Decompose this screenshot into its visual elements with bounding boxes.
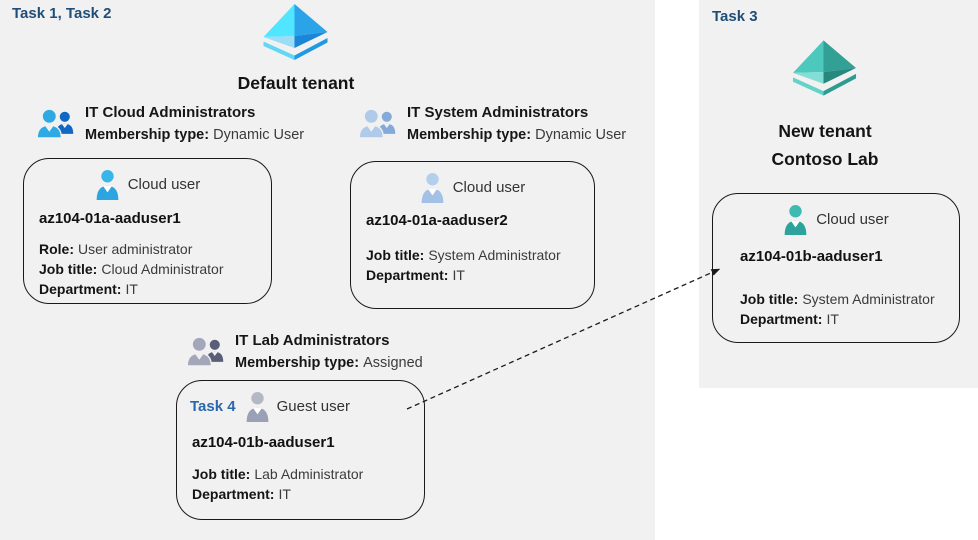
attribute-label: Department: bbox=[39, 281, 122, 297]
group-it-lab-administrators: IT Lab Administrators Membership type:As… bbox=[186, 330, 423, 375]
attribute-row: Department:IT bbox=[39, 279, 271, 299]
user-type-label: Cloud user bbox=[816, 210, 889, 228]
username: az104-01b-aaduser1 bbox=[740, 248, 883, 265]
membership-type-value: Dynamic User bbox=[213, 127, 305, 143]
attribute-value: User administrator bbox=[78, 241, 193, 257]
card-header: Cloud user bbox=[24, 168, 271, 200]
group-name: IT Lab Administrators bbox=[235, 332, 390, 349]
group-header-text: IT Lab Administrators Membership type:As… bbox=[235, 330, 423, 375]
new-tenant-title-line1: New tenant bbox=[778, 121, 872, 141]
user-attributes: Job title:System Administrator Departmen… bbox=[713, 289, 959, 329]
user-type-label: Cloud user bbox=[127, 175, 201, 193]
new-tenant-title-line2: Contoso Lab bbox=[771, 149, 879, 169]
attribute-row: Job title:Lab Administrator bbox=[192, 464, 424, 484]
attribute-value: IT bbox=[278, 486, 291, 502]
card-header: Task 4 Guest user bbox=[177, 390, 424, 422]
attribute-label: Department: bbox=[192, 486, 275, 502]
attribute-value: IT bbox=[826, 311, 839, 327]
user-type-label: Cloud user bbox=[452, 178, 526, 196]
attribute-value: System Administrator bbox=[802, 291, 935, 307]
group-header-text: IT System Administrators Membership type… bbox=[407, 102, 626, 147]
group-header-text: IT Cloud Administrators Membership type:… bbox=[85, 102, 304, 147]
cloud-user-icon bbox=[96, 169, 119, 200]
attribute-row: Department:IT bbox=[192, 484, 424, 504]
task-1-2-label: Task 1, Task 2 bbox=[12, 5, 112, 22]
user-attributes: Job title:Lab Administrator Department:I… bbox=[177, 464, 424, 504]
attribute-row: Job title:System Administrator bbox=[740, 289, 959, 309]
username: az104-01a-aaduser1 bbox=[39, 210, 181, 227]
membership-type-label: Membership type: bbox=[235, 355, 360, 371]
attribute-value: System Administrator bbox=[428, 247, 561, 263]
user-card-new-tenant-az104-01b-aaduser1: Cloud user az104-01b-aaduser1 Job title:… bbox=[712, 193, 960, 343]
group-name: IT Cloud Administrators bbox=[85, 104, 256, 121]
attribute-label: Job title: bbox=[192, 466, 251, 482]
membership-type-label: Membership type: bbox=[407, 127, 532, 143]
attribute-row: Role:User administrator bbox=[39, 239, 271, 259]
guest-user-icon bbox=[246, 391, 268, 422]
membership-type: Membership type:Assigned bbox=[235, 351, 423, 375]
attribute-value: Lab Administrator bbox=[254, 466, 364, 482]
group-it-system-administrators: IT System Administrators Membership type… bbox=[358, 102, 626, 147]
attribute-label: Job title: bbox=[740, 291, 799, 307]
card-header: Cloud user bbox=[351, 171, 594, 203]
guest-user-card-az104-01b-aaduser1: Task 4 Guest user az104-01b-aaduser1 Job… bbox=[176, 380, 425, 520]
new-tenant-azure-ad-icon bbox=[792, 40, 857, 96]
attribute-row: Job title:Cloud Administrator bbox=[39, 259, 271, 279]
membership-type: Membership type:Dynamic User bbox=[407, 123, 626, 147]
group-icon bbox=[186, 336, 224, 367]
attribute-row: Job title:System Administrator bbox=[366, 245, 594, 265]
group-icon bbox=[36, 108, 74, 139]
attribute-row: Department:IT bbox=[740, 309, 959, 329]
group-name: IT System Administrators bbox=[407, 104, 589, 121]
attribute-label: Department: bbox=[740, 311, 823, 327]
default-tenant-azure-ad-icon bbox=[263, 4, 328, 60]
task-4-label: Task 4 bbox=[190, 397, 236, 415]
default-tenant-panel bbox=[0, 0, 655, 540]
user-attributes: Job title:System Administrator Departmen… bbox=[351, 245, 594, 285]
membership-type-value: Assigned bbox=[363, 355, 423, 371]
username: az104-01b-aaduser1 bbox=[192, 434, 335, 451]
task-3-label: Task 3 bbox=[712, 8, 758, 25]
attribute-value: Cloud Administrator bbox=[101, 261, 224, 277]
attribute-value: IT bbox=[125, 281, 138, 297]
username: az104-01a-aaduser2 bbox=[366, 212, 508, 229]
membership-type-value: Dynamic User bbox=[535, 127, 627, 143]
attribute-label: Role: bbox=[39, 241, 74, 257]
membership-type-label: Membership type: bbox=[85, 127, 210, 143]
membership-type: Membership type:Dynamic User bbox=[85, 123, 304, 147]
user-card-az104-01a-aaduser2: Cloud user az104-01a-aaduser2 Job title:… bbox=[350, 161, 595, 309]
attribute-label: Job title: bbox=[366, 247, 425, 263]
attribute-row: Department:IT bbox=[366, 265, 594, 285]
cloud-user-icon bbox=[784, 204, 807, 235]
card-header: Cloud user bbox=[713, 203, 959, 235]
attribute-label: Job title: bbox=[39, 261, 98, 277]
user-attributes: Role:User administrator Job title:Cloud … bbox=[24, 239, 271, 299]
new-tenant-title: New tenant Contoso Lab bbox=[725, 117, 925, 173]
group-icon bbox=[358, 108, 396, 139]
user-card-az104-01a-aaduser1: Cloud user az104-01a-aaduser1 Role:User … bbox=[23, 158, 272, 304]
attribute-label: Department: bbox=[366, 267, 449, 283]
group-it-cloud-administrators: IT Cloud Administrators Membership type:… bbox=[36, 102, 304, 147]
attribute-value: IT bbox=[452, 267, 465, 283]
cloud-user-icon bbox=[421, 172, 444, 203]
default-tenant-title: Default tenant bbox=[237, 73, 355, 93]
user-type-label: Guest user bbox=[276, 397, 350, 415]
